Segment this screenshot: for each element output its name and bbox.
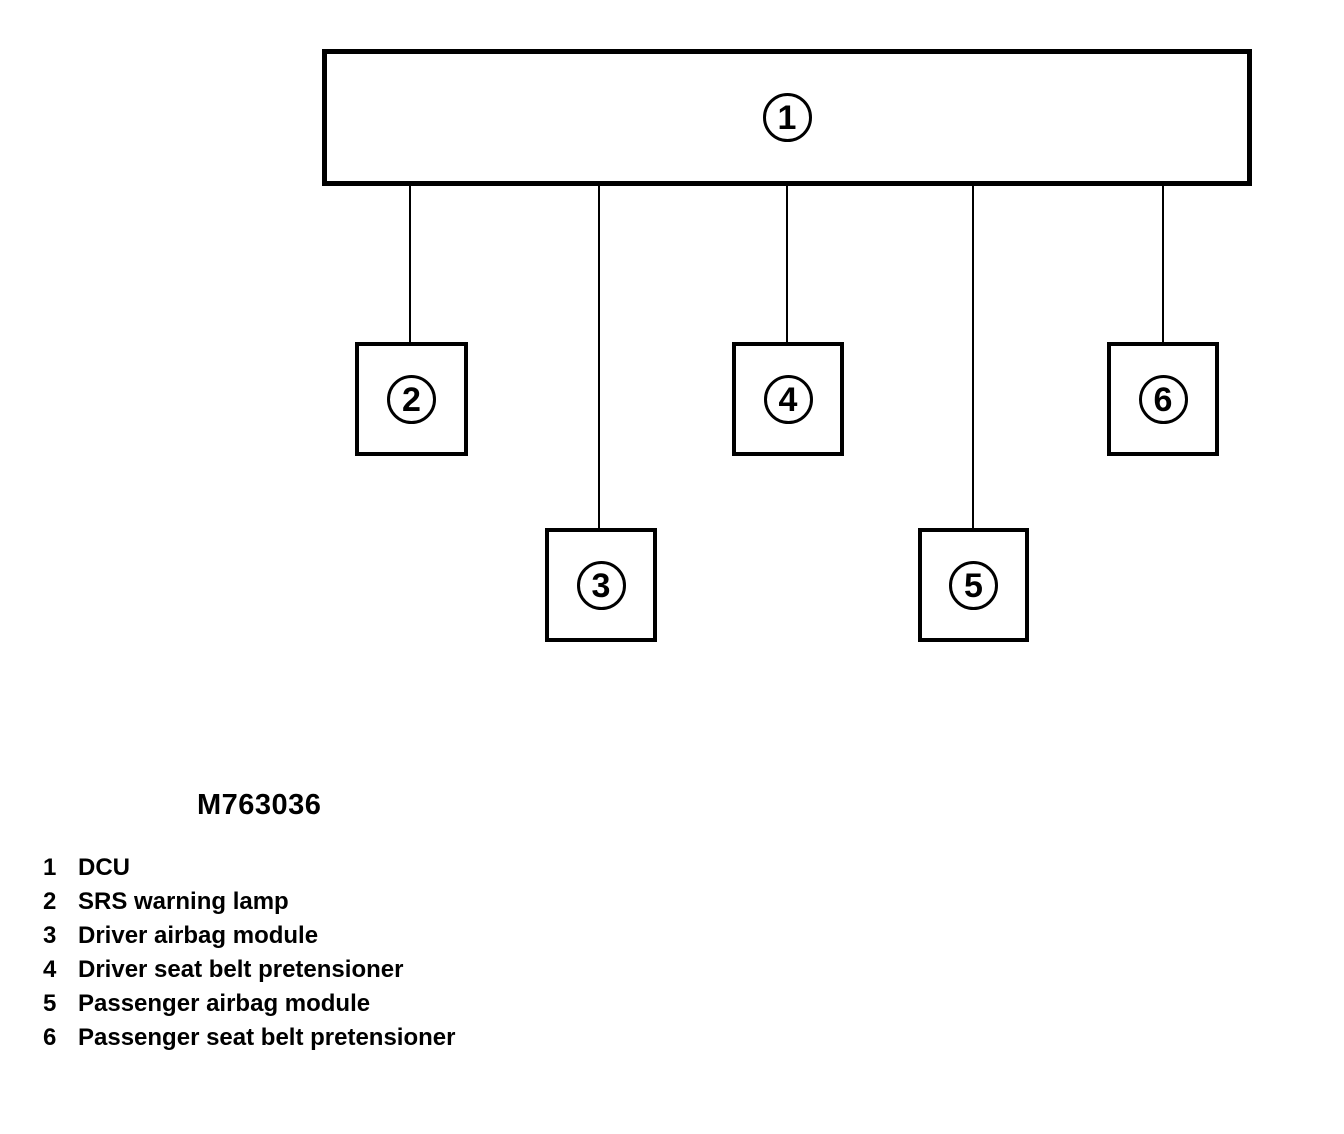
legend-item-label: Passenger seat belt pretensioner xyxy=(78,1024,456,1051)
node-driver-airbag-module: 3 xyxy=(545,528,657,642)
legend-item-number: 4 xyxy=(43,956,57,983)
legend-item-number: 6 xyxy=(43,1024,57,1051)
callout-number-4: 4 xyxy=(778,380,798,419)
legend-item-2: 2 SRS warning lamp xyxy=(43,885,455,919)
node-srs-warning-lamp: 2 xyxy=(355,342,468,456)
callout-circle-5: 5 xyxy=(949,560,998,610)
callout-circle-2: 2 xyxy=(387,374,436,424)
connector-srs-warning-lamp xyxy=(409,184,411,342)
callout-circle-4: 4 xyxy=(763,374,813,424)
callout-circle-6: 6 xyxy=(1138,374,1188,424)
legend-item-label: Passenger airbag module xyxy=(78,990,371,1017)
callout-circle-1: 1 xyxy=(762,93,812,142)
legend-item-6: 6 Passenger seat belt pretensioner xyxy=(43,1021,455,1055)
callout-number-2: 2 xyxy=(402,380,421,419)
connector-driver-seat-belt-pretensioner xyxy=(786,184,788,342)
connector-driver-airbag-module xyxy=(598,184,600,528)
figure-caption: M763036 xyxy=(197,789,322,821)
legend-item-number: 1 xyxy=(43,854,57,881)
node-passenger-seat-belt-pretensioner: 6 xyxy=(1107,342,1219,456)
legend-item-number: 2 xyxy=(43,888,57,915)
callout-circle-3: 3 xyxy=(576,560,626,610)
legend-item-4: 4 Driver seat belt pretensioner xyxy=(43,953,455,987)
node-driver-seat-belt-pretensioner: 4 xyxy=(732,342,844,456)
node-passenger-airbag-module: 5 xyxy=(918,528,1029,642)
legend-item-label: DCU xyxy=(78,854,130,881)
legend-item-number: 3 xyxy=(43,922,57,949)
legend-item-label: Driver seat belt pretensioner xyxy=(78,956,404,983)
callout-number-1: 1 xyxy=(777,99,797,137)
callout-number-6: 6 xyxy=(1153,380,1173,419)
connector-passenger-seat-belt-pretensioner xyxy=(1162,184,1164,342)
connector-passenger-airbag-module xyxy=(972,184,974,528)
legend-item-1: 1 DCU xyxy=(43,851,455,885)
legend-item-label: Driver airbag module xyxy=(78,922,319,949)
legend-item-label: SRS warning lamp xyxy=(78,888,289,915)
node-dcu: 1 xyxy=(322,49,1252,186)
callout-number-3: 3 xyxy=(591,566,611,605)
legend: 1 DCU 2 SRS warning lamp 3 Driver airbag… xyxy=(43,851,455,1055)
callout-number-5: 5 xyxy=(964,566,983,605)
legend-item-number: 5 xyxy=(43,990,57,1017)
legend-item-5: 5 Passenger airbag module xyxy=(43,987,455,1021)
legend-item-3: 3 Driver airbag module xyxy=(43,919,455,953)
